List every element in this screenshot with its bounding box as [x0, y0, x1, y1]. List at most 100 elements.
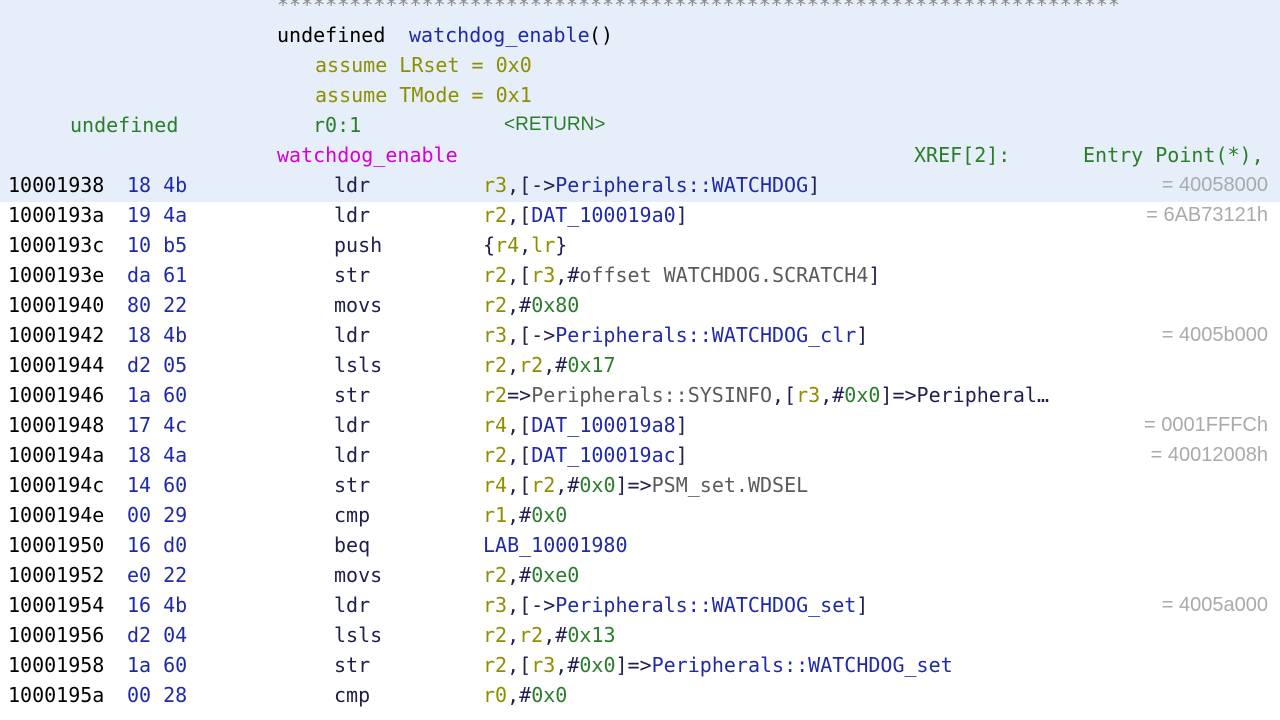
instruction-address: 10001948 — [8, 413, 105, 437]
instruction-operands[interactable]: r4,[DAT_100019a8] — [483, 410, 688, 440]
operand-imm: 0x17 — [567, 353, 616, 377]
instruction-operands[interactable]: r2,[r3,#0x0]=>Peripherals::WATCHDOG_set — [483, 650, 953, 680]
instruction-operands[interactable]: r2,[DAT_100019a0] — [483, 200, 688, 230]
instruction-mnemonic: ldr — [334, 413, 371, 437]
operand-p: => — [507, 383, 532, 407]
instruction-row[interactable]: 10001948 17 4c ldr r4,[DAT_100019a8] = 0001F… — [0, 410, 1280, 440]
instruction-operands[interactable]: r2,#0xe0 — [483, 560, 579, 590]
instruction-mnemonic: str — [334, 263, 371, 287]
instruction-operands[interactable]: r3,[->Peripherals::WATCHDOG] — [483, 170, 820, 200]
operand-reg: r2 — [483, 293, 508, 317]
instruction-operands[interactable]: {r4,lr} — [483, 230, 567, 260]
operand-p: ]=>Peripheral… — [880, 383, 1049, 407]
instruction-operands[interactable]: r2,[DAT_100019ac] — [483, 440, 688, 470]
instruction-bytes: 1a 60 — [127, 383, 188, 407]
instruction-bytes: 18 4b — [127, 323, 188, 347]
instruction-mnemonic: ldr — [334, 323, 371, 347]
function-name[interactable]: watchdog_enable — [409, 23, 590, 47]
operand-reg: r3 — [796, 383, 821, 407]
operand-ref[interactable]: offset WATCHDOG.SCRATCH4 — [579, 263, 869, 287]
instruction-operands[interactable]: r2,[r3,#offset WATCHDOG.SCRATCH4] — [483, 260, 880, 290]
operand-p: ,[ — [507, 413, 532, 437]
instruction-bytes: 19 4a — [127, 203, 188, 227]
xref-entry-point[interactable]: Entry Point(*), — [1083, 143, 1264, 167]
instruction-mnemonic: lsls — [334, 353, 383, 377]
operand-imm: 0x0 — [531, 503, 568, 527]
instruction-address: 1000193e — [8, 263, 105, 287]
operand-reg: r4 — [483, 473, 508, 497]
operand-p: , — [507, 623, 520, 647]
function-label[interactable]: watchdog_enable — [277, 143, 458, 167]
operand-p: ,[ — [772, 383, 797, 407]
operand-imm: 0x0 — [579, 653, 616, 677]
function-parens: () — [589, 23, 614, 47]
operand-sym[interactable]: LAB_10001980 — [483, 533, 628, 557]
function-return-type: undefined — [277, 23, 386, 47]
instruction-operands[interactable]: r1,#0x0 — [483, 500, 567, 530]
instruction-operands[interactable]: LAB_10001980 — [483, 530, 628, 560]
operand-sym[interactable]: Peripherals::WATCHDOG_clr — [555, 323, 857, 347]
operand-p: ] — [868, 263, 881, 287]
instruction-operands[interactable]: r2=>Peripherals::SYSINFO,[r3,#0x0]=>Peri… — [483, 380, 1049, 410]
operand-sym[interactable]: Peripherals::WATCHDOG_set — [651, 653, 953, 677]
operand-sym[interactable]: Peripherals::WATCHDOG — [555, 173, 809, 197]
operand-p: { — [483, 233, 496, 257]
operand-sym[interactable]: DAT_100019a8 — [531, 413, 676, 437]
xref-count[interactable]: XREF[2]: — [914, 143, 1011, 167]
instruction-operands[interactable]: r0,#0x0 — [483, 680, 567, 710]
operand-p: ,# — [820, 383, 845, 407]
instruction-address: 10001938 — [8, 173, 105, 197]
operand-reg: r2 — [483, 623, 508, 647]
instruction-address: 1000194a — [8, 443, 105, 467]
eol-comment: = 0001FFFCh — [1144, 414, 1268, 436]
operand-sym[interactable]: DAT_100019a0 — [531, 203, 676, 227]
instruction-operands[interactable]: r2,#0x80 — [483, 290, 579, 320]
instruction-mnemonic: ldr — [334, 443, 371, 467]
operand-reg: r2 — [483, 203, 508, 227]
eol-comment: = 40012008h — [1150, 444, 1268, 466]
assume-lrset: assume LRset = 0x0 — [315, 53, 532, 77]
operand-p: ,# — [507, 683, 532, 707]
operand-p: ,[ — [507, 653, 532, 677]
instruction-operands[interactable]: r3,[->Peripherals::WATCHDOG_set] — [483, 590, 868, 620]
instruction-address: 10001954 — [8, 593, 105, 617]
instruction-mnemonic: movs — [334, 563, 383, 587]
instruction-mnemonic: ldr — [334, 593, 371, 617]
operand-sym[interactable]: DAT_100019ac — [531, 443, 676, 467]
instruction-operands[interactable]: r3,[->Peripherals::WATCHDOG_clr] — [483, 320, 868, 350]
operand-sym[interactable]: Peripherals::WATCHDOG_set — [555, 593, 857, 617]
eol-comment: = 4005a000 — [1161, 594, 1268, 616]
operand-reg: r3 — [483, 323, 508, 347]
operand-reg: lr — [531, 233, 556, 257]
operand-reg: r2 — [519, 623, 544, 647]
operand-p: ] — [856, 323, 869, 347]
instruction-operands[interactable]: r2,r2,#0x13 — [483, 620, 616, 650]
instruction-operands[interactable]: r4,[r2,#0x0]=>PSM_set.WDSEL — [483, 470, 808, 500]
instruction-bytes: 17 4c — [127, 413, 188, 437]
operand-p: ,[-> — [507, 323, 556, 347]
instruction-operands[interactable]: r2,r2,#0x17 — [483, 350, 616, 380]
operand-p: ,[-> — [507, 173, 556, 197]
operand-ref[interactable]: PSM_set.WDSEL — [651, 473, 809, 497]
operand-reg: r4 — [495, 233, 520, 257]
operand-ref[interactable]: Peripherals::SYSINFO — [531, 383, 773, 407]
instruction-address: 10001940 — [8, 293, 105, 317]
